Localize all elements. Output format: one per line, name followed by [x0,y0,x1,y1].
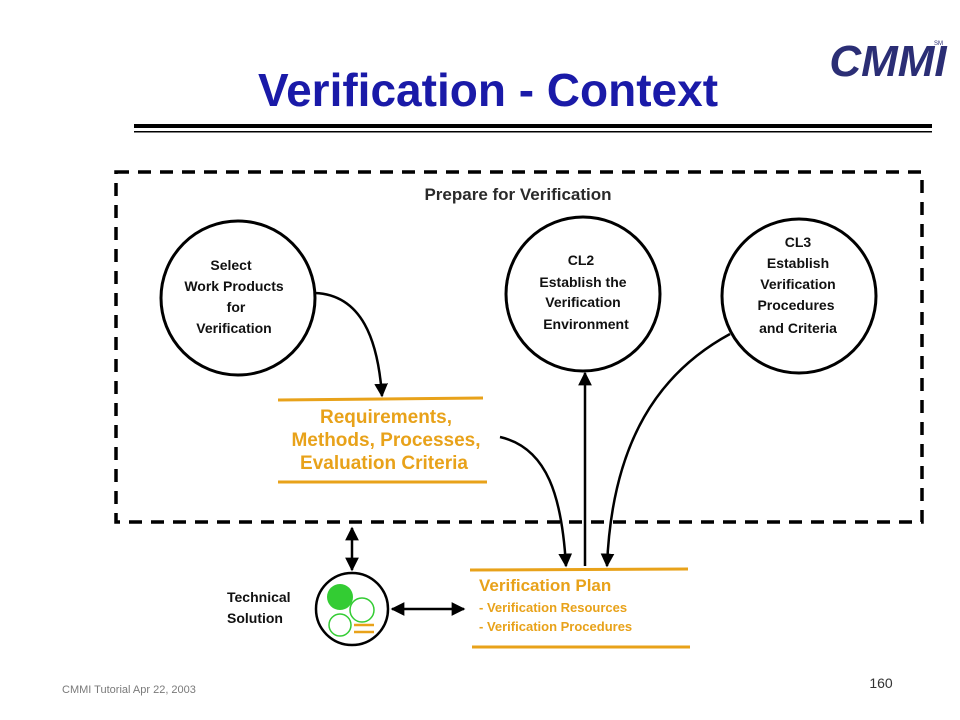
requirements-store: Requirements, Methods, Processes, Evalua… [277,396,487,484]
requirements-line: Evaluation Criteria [300,453,468,474]
circle-cl2-line: Verification [545,294,620,310]
verification-plan-item: - Verification Resources [479,600,627,615]
circle-cl3-line: Establish [767,255,829,271]
verification-plan-title: Verification Plan [479,576,611,595]
circle-cl2-line: CL2 [568,252,595,268]
circle-select-line: Select [210,257,252,273]
page-title: Verification - Context [258,64,718,116]
arrow-cl3-to-plan [600,332,731,568]
footer-text: CMMI Tutorial Apr 22, 2003 [62,684,196,696]
requirements-line: Requirements, [320,407,452,428]
circle-cl2-line: Establish the [539,274,626,290]
circle-cl3-line: CL3 [785,234,812,250]
cmmi-logo: CMMI SM [829,37,947,86]
technical-solution-line: Technical [227,589,291,605]
circle-cl3-line: Procedures [757,297,834,313]
technical-solution-line: Solution [227,610,283,626]
logo-text: CMMI [829,37,947,86]
arrow-requirements-to-plan [499,435,573,568]
circle-cl3-line: and Criteria [759,320,837,336]
title-rule-thin [134,131,932,133]
circle-cl2-line: Environment [543,316,629,332]
page-number: 160 [869,675,893,691]
prepare-box-title: Prepare for Verification [424,185,611,204]
arrow-select-to-requirements [314,291,388,398]
logo-tm: SM [934,41,943,47]
circle-cl3: CL3 Establish Verification Procedures an… [720,217,878,375]
circle-select-line: Verification [196,320,271,336]
circle-select-line: for [227,299,246,315]
technical-solution: Technical Solution [227,571,390,647]
prepare-box [114,170,924,524]
requirements-line: Methods, Processes, [291,430,480,451]
circle-cl3-line: Verification [760,276,835,292]
circle-select-line: Work Products [184,278,284,294]
circle-cl2: CL2 Establish the Verification Environme… [504,215,662,373]
verification-plan-store: Verification Plan - Verification Resourc… [469,567,690,649]
circle-select-work-products: Select Work Products for Verification [159,219,317,377]
title-rule-thick [134,124,932,128]
technical-solution-icon [314,571,390,647]
verification-plan-item: - Verification Procedures [479,619,632,634]
